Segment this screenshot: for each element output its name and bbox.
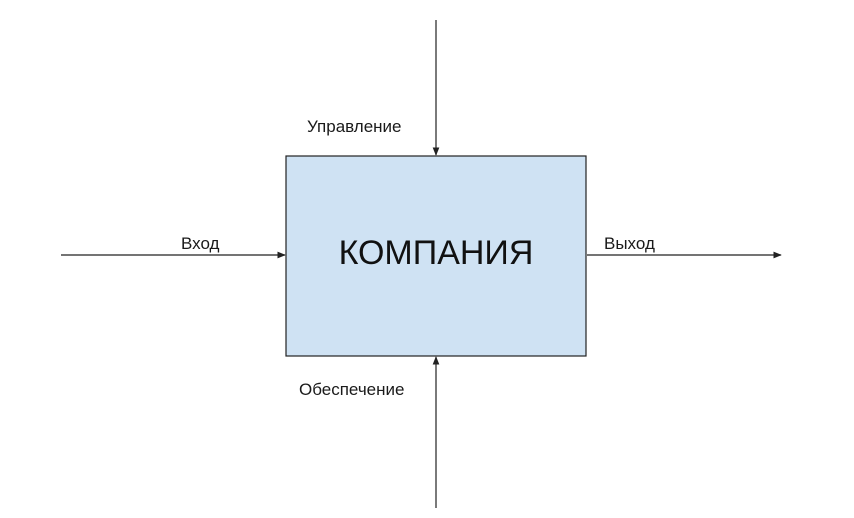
input-label: Вход	[181, 234, 220, 253]
company-box	[285, 155, 587, 357]
control-label: Управление	[307, 117, 402, 136]
mechanism-label: Обеспечение	[299, 380, 405, 399]
company-box-label: КОМПАНИЯ	[338, 234, 534, 272]
output-label: Выход	[604, 234, 655, 253]
